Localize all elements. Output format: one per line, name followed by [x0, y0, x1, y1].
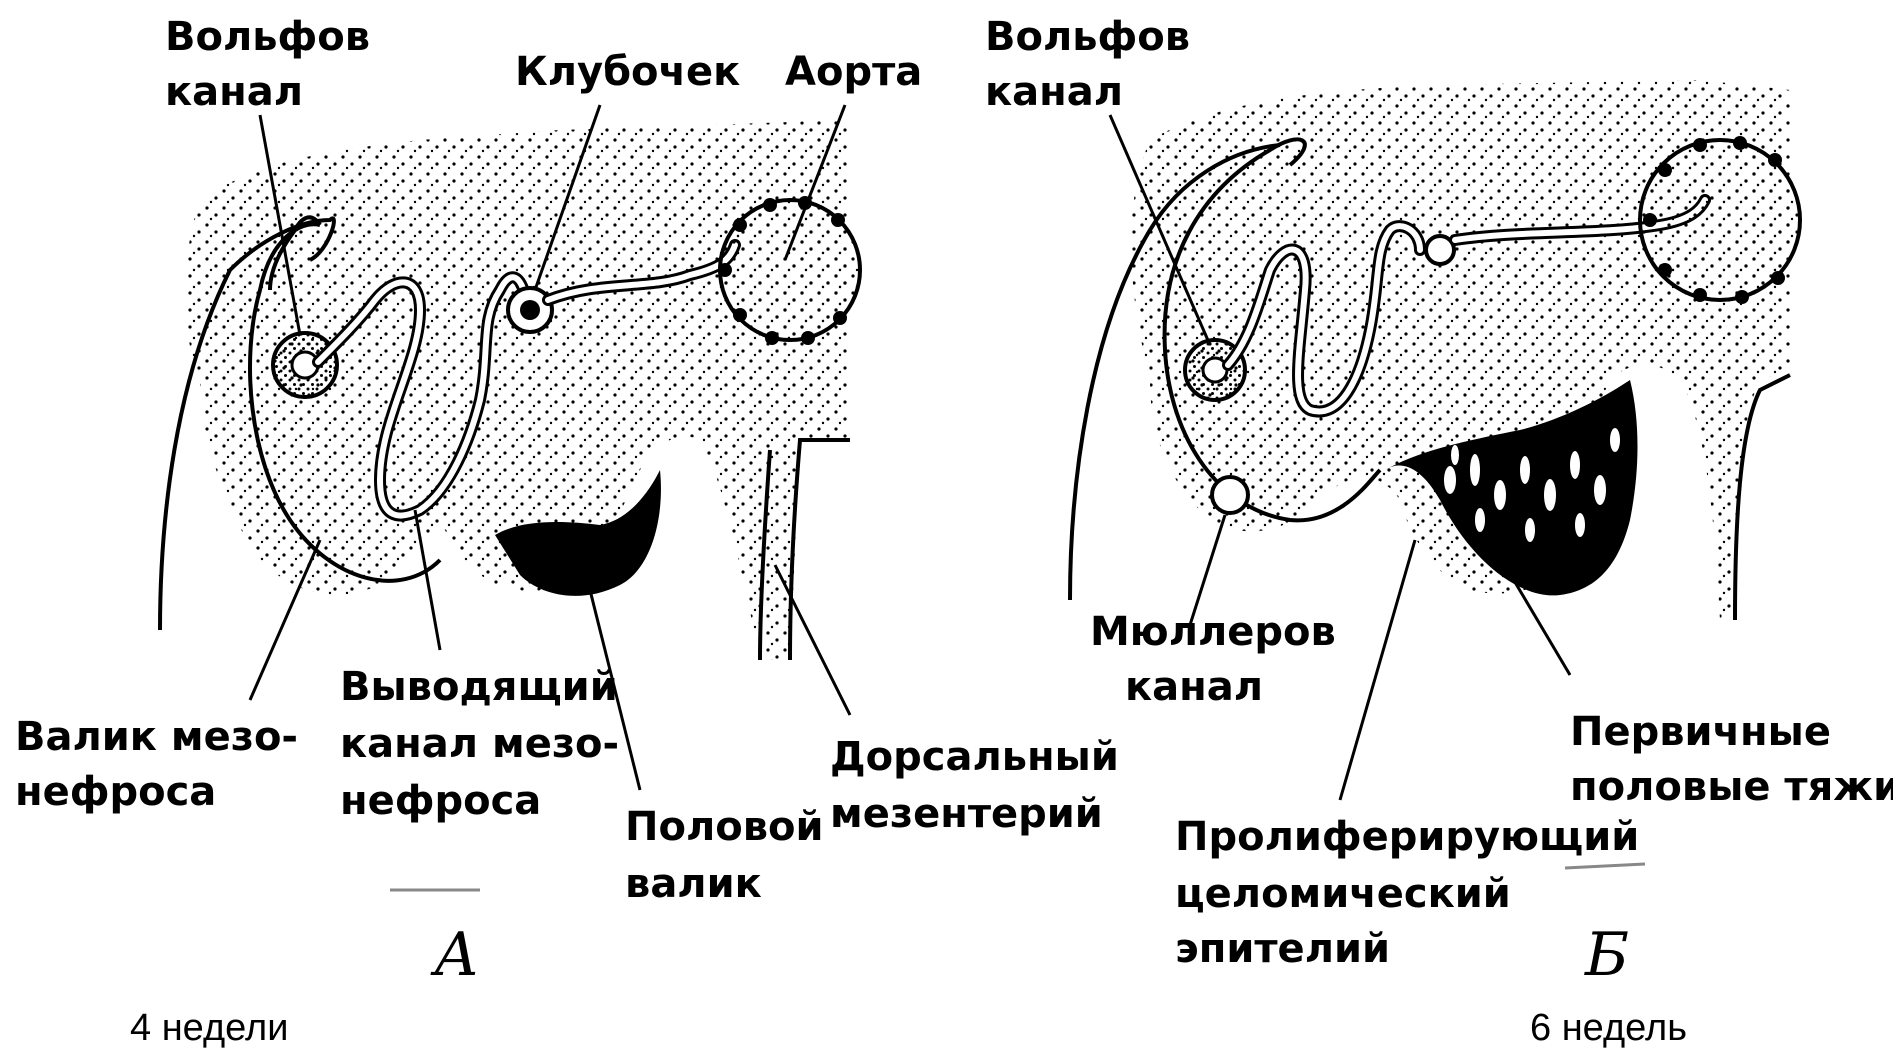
panel-a-label-genital-ridge: Половой валик	[625, 804, 838, 907]
panel-a-label-wolff-duct: Вольфов канал	[165, 14, 384, 115]
panel-b-label-coelomic-epithelium: Пролиферирующий целомический эпителий	[1175, 814, 1653, 972]
panel-a-label-mesonephric-ridge: Валик мезо- нефроса	[15, 714, 312, 815]
panel-b-label-muller-duct: Мюллеров канал	[1090, 609, 1350, 710]
panel-a-label-efferent-duct: Выводящий канал мезо- нефроса	[340, 664, 633, 824]
panel-b-muller-duct	[1212, 477, 1248, 513]
panel-b-label-primary-sex-cords: Первичные половые тяжи	[1570, 709, 1893, 810]
panel-a-label-aorta: Аорта	[785, 49, 922, 95]
panel-b-caption: 6 недель	[1530, 1007, 1687, 1049]
panel-b-label-wolff-duct: Вольфов канал	[985, 14, 1204, 115]
panel-a-drawing	[160, 105, 860, 890]
panel-a-label-dorsal-mesentery: Дорсальный мезентерий	[830, 734, 1133, 837]
panel-b-letter: Б	[1584, 920, 1629, 990]
panel-a-label-glomerulus: Клубочек	[515, 49, 740, 95]
panel-b-scale-bar	[1565, 864, 1645, 868]
panel-a-letter: A	[430, 920, 478, 990]
panel-a-caption: 4 недели	[130, 1007, 288, 1049]
